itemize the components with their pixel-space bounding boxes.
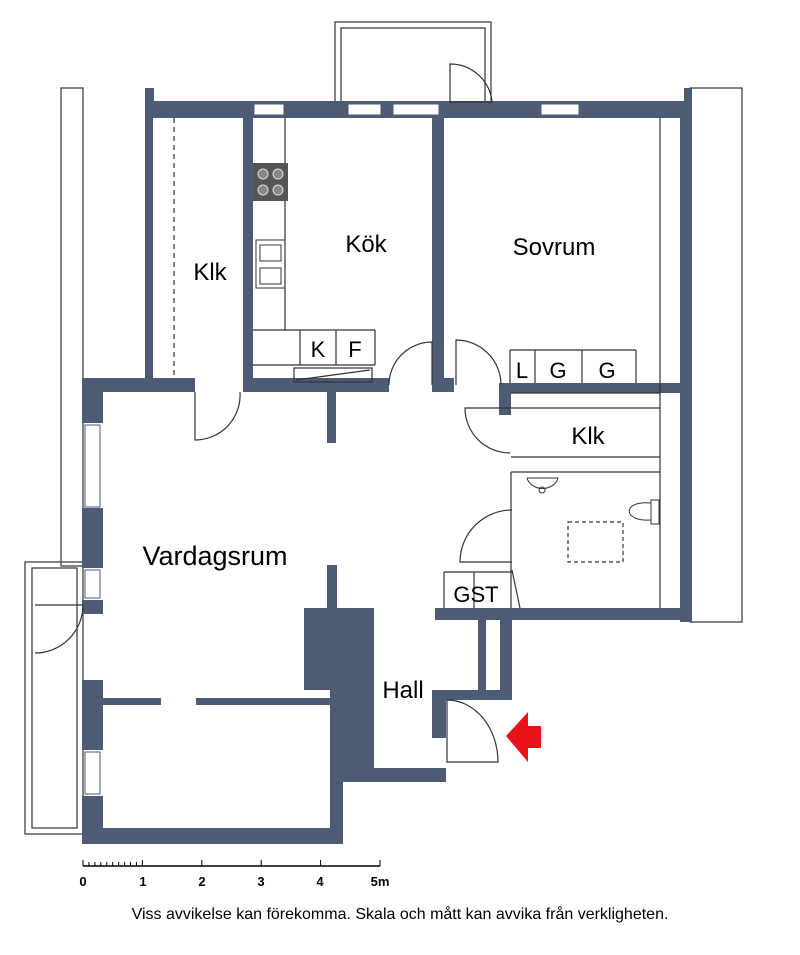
room-label-sovrum: Sovrum: [513, 234, 596, 261]
windows: [84, 103, 580, 795]
disclaimer-text: Viss avvikelse kan förekomma. Skala och …: [131, 906, 669, 923]
appliance-label-l: L: [516, 358, 528, 383]
appliance-label-gst: GST: [453, 582, 498, 607]
appliance-label-g1: G: [549, 358, 566, 383]
balcony-left-top: [60, 87, 84, 567]
scale-tick-label: 2: [198, 874, 205, 889]
room-label-klk-mid: Klk: [571, 423, 605, 450]
balcony-left-bottom: [24, 561, 84, 835]
walls: [82, 88, 692, 844]
scale-tick-label: 1: [139, 874, 146, 889]
appliance-label-k: K: [311, 337, 326, 362]
sink-icon: [255, 239, 286, 289]
toilet-icon: [629, 499, 660, 525]
balconies: [24, 21, 743, 835]
scale-tick-label: 3: [257, 874, 264, 889]
scale-bar: [82, 860, 381, 867]
interior-lines: [173, 118, 661, 608]
scale-labels: 0 1 2 3 4 5m: [79, 874, 389, 889]
room-label-klk-top: Klk: [193, 259, 227, 286]
balcony-right: [689, 87, 743, 623]
doors: [34, 63, 521, 763]
appliance-label-f: F: [348, 337, 361, 362]
scale-tick-label: 0: [79, 874, 86, 889]
scale-tick-label: 4: [316, 874, 324, 889]
scale-tick-label: 5m: [371, 874, 390, 889]
room-label-hall: Hall: [382, 677, 423, 704]
room-label-kok: Kök: [345, 231, 387, 258]
balcony-top: [334, 21, 492, 103]
appliance-label-g2: G: [598, 358, 615, 383]
room-label-vardagsrum: Vardagsrum: [142, 541, 287, 571]
stove-icon: [253, 163, 288, 201]
entry-arrow-icon: [506, 712, 541, 762]
washbasin-icon: [526, 477, 559, 494]
